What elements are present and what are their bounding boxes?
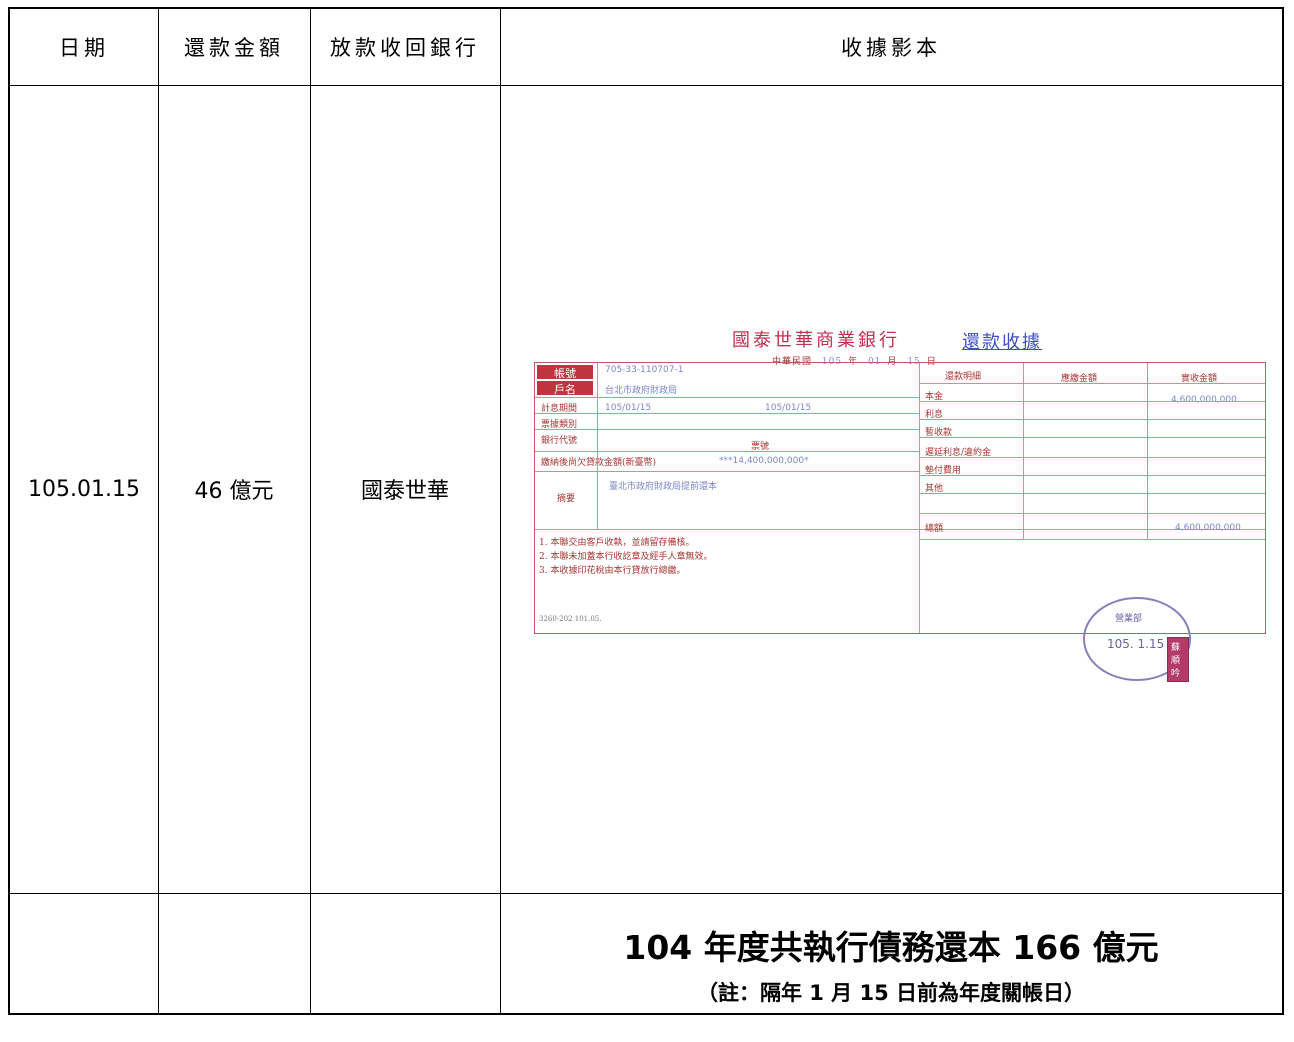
rule — [1023, 363, 1024, 539]
account-value: 705-33-110707-1 — [605, 365, 684, 375]
rule — [919, 363, 920, 633]
receipt-form: 帳號 705-33-110707-1 戶名 台北市政府財政局 計息期間 105/… — [534, 362, 1266, 682]
name-value: 台北市政府財政局 — [605, 386, 678, 396]
row-divider — [10, 893, 1282, 894]
other-label: 其他 — [925, 484, 944, 494]
col-divider — [158, 9, 159, 1013]
summary-total: 104 年度共執行債務還本 166 億元 — [623, 928, 1159, 967]
rule — [597, 363, 598, 529]
total-label: 總額 — [925, 524, 944, 534]
name-label: 戶名 — [537, 381, 593, 396]
period-label: 計息期間 — [541, 404, 578, 414]
row-amount: 46 億元 — [194, 479, 274, 504]
rule — [919, 539, 1265, 540]
summary-note: （註：隔年 1 月 15 日前為年度關帳日） — [696, 981, 1086, 1005]
rule — [1147, 363, 1148, 539]
rule — [919, 493, 1265, 494]
balance-label: 繳納後尚欠貸款金額(新臺幣) — [541, 458, 657, 468]
rule — [919, 401, 1265, 402]
row-bank: 國泰世華 — [360, 479, 449, 504]
interest-label: 利息 — [925, 410, 944, 420]
rule — [535, 397, 919, 398]
receipt-doc-title: 還款收據 — [962, 332, 1042, 353]
account-label: 帳號 — [537, 365, 593, 380]
total-value: 4,600,000,000 — [1175, 523, 1241, 533]
fee-label: 墊付費用 — [925, 466, 962, 476]
memo-value: 臺北市政府財政局提前還本 — [609, 482, 718, 492]
temp-label: 暫收款 — [925, 428, 953, 438]
rule — [919, 419, 1265, 420]
form-code: 3260-202 101.05. — [539, 615, 602, 623]
detail-header: 還款明細 — [945, 372, 982, 382]
period-to: 105/01/15 — [765, 403, 812, 413]
stamp-name: 蘇順吟 — [1167, 637, 1189, 682]
rule — [535, 451, 919, 452]
paid-header: 應繳金額 — [1061, 374, 1098, 384]
memo-label: 摘要 — [557, 494, 576, 504]
rule — [535, 471, 919, 472]
row-date: 105.01.15 — [28, 476, 140, 502]
col-divider — [310, 9, 311, 1013]
note-2: 2. 本聯未加蓋本行收訖章及經手人章無效。 — [539, 552, 713, 562]
rule — [919, 383, 1265, 384]
repayment-table: 日期 還款金額 放款收回銀行 收據影本 105.01.15 46 億元 國泰世華… — [8, 7, 1284, 1015]
header-date: 日期 — [59, 36, 109, 60]
row-divider — [10, 85, 1282, 86]
rule — [535, 413, 919, 414]
rule — [919, 457, 1265, 458]
principal-value: 4,600,000,000 — [1171, 395, 1237, 405]
rule — [535, 429, 919, 430]
principal-label: 本金 — [925, 392, 944, 402]
period-from: 105/01/15 — [605, 403, 652, 413]
balance-value: ***14,400,000,000* — [719, 456, 809, 466]
rule — [919, 513, 1265, 514]
bank-code-label: 銀行代號 — [541, 436, 578, 446]
rule — [919, 437, 1265, 438]
penalty-label: 遲延利息/違約金 — [925, 448, 992, 458]
bank-stamp: 營業部 105. 1.15 蘇順吟 — [1083, 597, 1191, 682]
type-label: 票據類別 — [541, 420, 578, 430]
header-amount: 還款金額 — [184, 36, 284, 60]
header-bank: 放款收回銀行 — [330, 36, 480, 60]
stamp-text: 營業部 — [1115, 614, 1143, 624]
note-3: 3. 本收據印花稅由本行貸放行總繳。 — [539, 566, 686, 576]
rule — [919, 475, 1265, 476]
rule — [535, 529, 1265, 530]
received-header: 實收金額 — [1181, 374, 1218, 384]
receipt-bank-title: 國泰世華商業銀行 — [732, 330, 900, 351]
ticket-no-label: 票號 — [751, 442, 770, 452]
stamp-date: 105. 1.15 — [1107, 637, 1165, 651]
header-receipt: 收據影本 — [841, 36, 941, 60]
col-divider — [500, 9, 501, 1013]
note-1: 1. 本聯交由客戶收執，並請留存備核。 — [539, 538, 695, 548]
